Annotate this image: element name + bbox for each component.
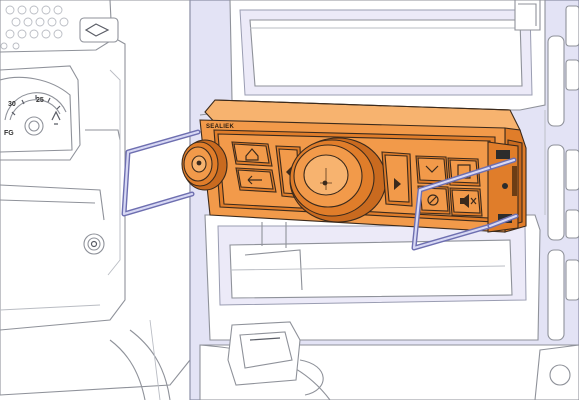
right-arrow-icon: [394, 178, 401, 190]
bottom-knob-icon: [227, 321, 324, 396]
next-button[interactable]: [381, 151, 413, 207]
grille-pattern: [0, 5, 69, 50]
removal-key-left[interactable]: [121, 129, 201, 217]
mute-icon: [460, 194, 469, 208]
left-dash-panel: 30 25 FG: [0, 0, 191, 400]
home-icon: [245, 148, 259, 161]
gauge-left-mark: FG: [4, 130, 14, 137]
gauge-mark-a: 30: [8, 101, 16, 108]
removal-key-right[interactable]: [411, 157, 519, 251]
source-button[interactable]: [415, 155, 449, 185]
display-opening: [249, 19, 523, 87]
radio-brand-label: SEALIEK: [206, 124, 234, 130]
back-arrow-icon: [247, 175, 262, 185]
fuel-icon: [51, 110, 61, 125]
phone-icon: [457, 164, 471, 179]
gauge-dial: 30 25 FG: [4, 92, 67, 137]
radio-unit: SEALIEK: [181, 99, 527, 233]
back-button[interactable]: [235, 167, 277, 193]
main-knob-icon[interactable]: [289, 137, 387, 223]
volume-knob-icon[interactable]: [181, 139, 228, 191]
gauge-mark-b: 25: [36, 97, 44, 104]
panel-screw-icon: [83, 233, 105, 255]
mute-button[interactable]: [449, 187, 483, 217]
home-button[interactable]: [231, 141, 273, 167]
gauge-knob-icon: [24, 116, 44, 136]
settings-icon: [427, 194, 439, 206]
bluetooth-icon: [425, 165, 439, 173]
settings-button[interactable]: [417, 185, 451, 215]
